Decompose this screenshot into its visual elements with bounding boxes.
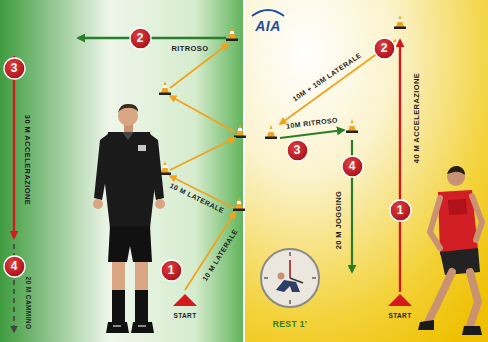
callout-circle-shape bbox=[161, 260, 182, 281]
backward-arrow bbox=[78, 37, 226, 39]
callout-number-text: 1 bbox=[168, 264, 175, 276]
callout-number-text: 4 bbox=[349, 160, 356, 172]
callout-circle-shape bbox=[130, 28, 151, 49]
callout-number-text: 2 bbox=[137, 32, 144, 44]
rest-label: REST 1' bbox=[273, 320, 308, 329]
start-label: START bbox=[388, 313, 411, 320]
start-marker bbox=[173, 294, 197, 306]
backward-arrow bbox=[280, 130, 344, 138]
callout-circle-shape bbox=[4, 256, 25, 277]
logo-arc bbox=[252, 10, 284, 16]
distance-label: 40 M ACCELERAZIONE bbox=[413, 73, 421, 163]
callout-circle-shape bbox=[390, 200, 411, 221]
logo-text: AIA bbox=[255, 19, 280, 33]
sprint-arrow bbox=[13, 56, 15, 238]
callout-number: 2 bbox=[373, 37, 396, 60]
callout-number: 3 bbox=[286, 139, 309, 162]
direction-label: RITROSO bbox=[172, 45, 209, 53]
referee-figure bbox=[93, 104, 165, 333]
callout-number-text: 1 bbox=[397, 204, 404, 216]
callout-number-text: 4 bbox=[11, 260, 18, 272]
callout-circle-shape bbox=[342, 156, 363, 177]
callout-number: 4 bbox=[3, 255, 26, 278]
callout-number-text: 3 bbox=[294, 144, 301, 156]
cones bbox=[265, 15, 406, 139]
start-marker bbox=[388, 294, 412, 306]
callout-circle-shape bbox=[374, 38, 395, 59]
callout-number: 4 bbox=[341, 155, 364, 178]
distance-label: 20 M JOGGING bbox=[335, 191, 343, 250]
callout-circle-shape bbox=[287, 140, 308, 161]
right-panel bbox=[244, 0, 488, 342]
distance-label: 20 M CAMMINO bbox=[25, 277, 32, 330]
sprint-arrow bbox=[399, 40, 401, 292]
callout-number: 3 bbox=[3, 57, 26, 80]
callout-number-text: 2 bbox=[381, 42, 388, 54]
start-label: START bbox=[173, 313, 196, 320]
left-panel bbox=[0, 0, 244, 342]
runner-figure bbox=[418, 166, 482, 335]
distance-label: 30 M ACCELERAZIONE bbox=[23, 115, 31, 205]
callout-circle-shape bbox=[4, 58, 25, 79]
callout-number: 1 bbox=[160, 259, 183, 282]
rest-clock bbox=[261, 249, 319, 307]
callout-number: 1 bbox=[389, 199, 412, 222]
callout-number: 2 bbox=[129, 27, 152, 50]
callout-number-text: 3 bbox=[11, 62, 18, 74]
